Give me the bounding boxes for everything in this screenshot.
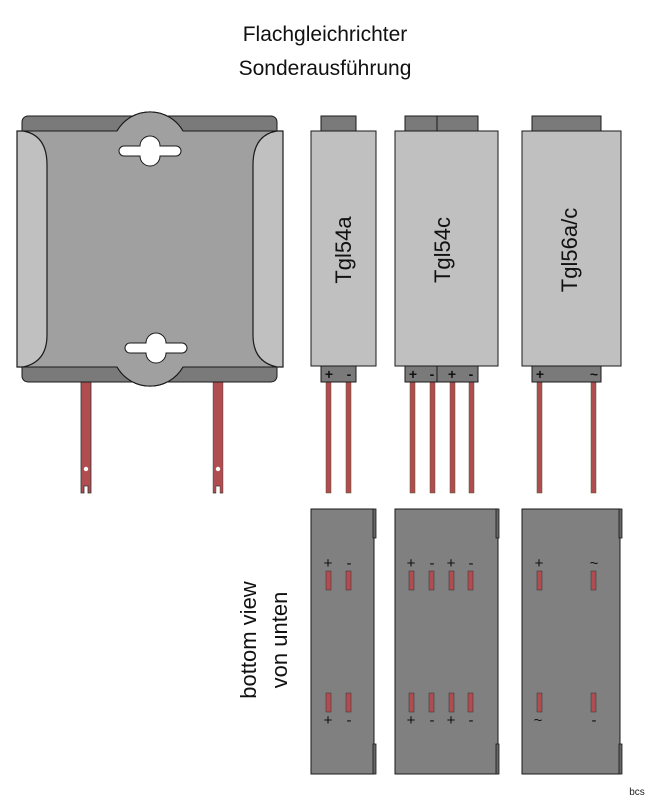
pin-pad bbox=[467, 692, 474, 713]
side-tab bbox=[372, 743, 377, 775]
top-cap bbox=[436, 115, 479, 132]
pin-sign: + bbox=[448, 366, 456, 382]
side-panel-right bbox=[252, 130, 284, 368]
lead bbox=[590, 381, 597, 494]
pin-pad bbox=[536, 570, 543, 591]
pin-pad bbox=[345, 692, 352, 713]
bottom-body bbox=[394, 508, 499, 775]
pin-pad bbox=[590, 570, 597, 591]
pin-sign: - bbox=[430, 712, 435, 729]
pin-sign: + bbox=[324, 712, 333, 729]
pin-pad bbox=[536, 692, 543, 713]
bottom-body bbox=[521, 508, 621, 775]
side-tab bbox=[495, 508, 500, 539]
pin-pad bbox=[448, 570, 455, 591]
lead bbox=[345, 381, 352, 494]
keyhole-bottom bbox=[124, 332, 188, 364]
pin-pad bbox=[345, 570, 352, 591]
pin-sign: + bbox=[536, 366, 544, 382]
component-body bbox=[394, 130, 499, 367]
side-panel-left bbox=[16, 130, 48, 368]
title-line-2: Sonderausführung bbox=[239, 57, 412, 80]
top-cap bbox=[531, 115, 602, 132]
component-tgl56ac: Tgl56a/c + ~ bbox=[521, 115, 622, 494]
bottom-view-label-line-1: bottom view bbox=[236, 581, 261, 698]
mounting-lead-right bbox=[212, 381, 224, 494]
pin-pad bbox=[428, 692, 435, 713]
pin-sign: + bbox=[407, 712, 416, 729]
bottom-view-tgl54c: + - + - + - + - bbox=[394, 508, 500, 775]
bottom-view-tgl54a: + - + - bbox=[310, 508, 377, 775]
pin-sign: ~ bbox=[590, 366, 598, 382]
pin-sign: + bbox=[407, 555, 416, 572]
pin-sign: + bbox=[409, 366, 417, 382]
mounting-rectifier bbox=[16, 111, 284, 494]
component-label: Tgl56a/c bbox=[557, 208, 582, 292]
component-label: Tgl54a bbox=[331, 216, 356, 284]
side-tab bbox=[372, 508, 377, 539]
pin-sign: - bbox=[469, 366, 474, 382]
credit-text: bcs bbox=[629, 787, 645, 798]
lead bbox=[468, 381, 475, 494]
side-tab bbox=[495, 743, 500, 775]
pin-pad bbox=[325, 692, 332, 713]
bottom-view-tgl56ac: + ~ ~ - bbox=[521, 508, 623, 775]
lead bbox=[409, 381, 416, 494]
component-tgl54c: Tgl54c + - + - bbox=[394, 115, 499, 494]
pin-sign: - bbox=[430, 555, 435, 572]
pin-sign: - bbox=[469, 712, 474, 729]
terminal-cap bbox=[531, 365, 602, 383]
top-cap bbox=[320, 115, 357, 132]
pin-sign: + bbox=[535, 555, 544, 572]
pin-pad bbox=[590, 692, 597, 713]
pin-pad bbox=[325, 570, 332, 591]
pin-sign: + bbox=[447, 712, 456, 729]
bottom-body bbox=[310, 508, 375, 775]
pin-sign: + bbox=[447, 555, 456, 572]
top-cap bbox=[404, 115, 438, 132]
component-tgl54a: Tgl54a + - bbox=[310, 115, 377, 494]
side-tab bbox=[618, 508, 623, 539]
terminal-cap bbox=[436, 365, 479, 383]
side-tab bbox=[618, 743, 623, 775]
pin-sign: - bbox=[347, 712, 352, 729]
pin-sign: - bbox=[469, 555, 474, 572]
keyhole-top bbox=[118, 135, 182, 167]
pin-sign: - bbox=[592, 712, 597, 729]
lead bbox=[429, 381, 436, 494]
pin-sign: - bbox=[347, 366, 352, 382]
terminal-cap bbox=[320, 365, 357, 383]
lead bbox=[325, 381, 332, 494]
pin-pad bbox=[408, 692, 415, 713]
component-label: Tgl54c bbox=[430, 217, 455, 283]
pin-pad bbox=[408, 570, 415, 591]
lead bbox=[449, 381, 456, 494]
pin-sign: + bbox=[324, 555, 333, 572]
pin-pad bbox=[467, 570, 474, 591]
pin-sign: - bbox=[347, 555, 352, 572]
pin-sign: ~ bbox=[534, 712, 543, 729]
bottom-view-label-line-2: von unten bbox=[267, 592, 292, 689]
pin-pad bbox=[448, 692, 455, 713]
lead bbox=[536, 381, 543, 494]
pin-sign: - bbox=[430, 366, 435, 382]
title-line-1: Flachgleichrichter bbox=[243, 23, 408, 46]
mounting-lead-left bbox=[80, 381, 92, 494]
pin-pad bbox=[428, 570, 435, 591]
pin-sign: ~ bbox=[590, 555, 599, 572]
pin-sign: + bbox=[325, 366, 333, 382]
